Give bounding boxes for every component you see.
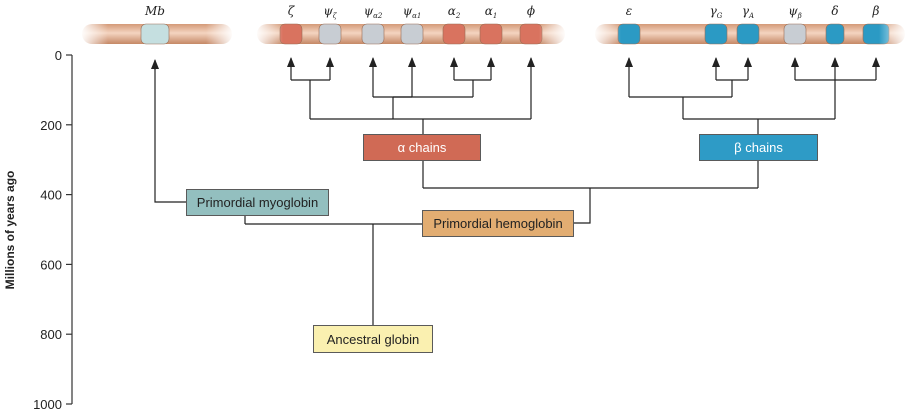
branch-psi-alpha-pair <box>372 80 413 119</box>
gene-label-beta-5: β <box>872 4 880 18</box>
chromosome-beta-band-0 <box>617 23 641 45</box>
gene-label-beta-1: γG <box>710 4 723 20</box>
branch-hemoglobin-up <box>574 188 591 224</box>
gene-label-alpha-1: ψζ <box>323 4 337 20</box>
y-axis-title: Millions of years ago <box>3 171 17 290</box>
primordial-myoglobin-box: Primordial myoglobin <box>186 189 329 216</box>
y-tick-label-3: 600 <box>40 257 62 272</box>
branch-gamma-pair <box>716 79 748 97</box>
gene-label-alpha-0: ζ <box>288 4 296 18</box>
primordial-hemoglobin-box: Primordial hemoglobin <box>422 210 574 237</box>
y-axis: 0 200 400 600 800 1000 Millions of years ago <box>3 48 73 412</box>
branch-zeta-pair <box>291 79 330 119</box>
gene-label-alpha-6: ϕ <box>527 4 535 18</box>
y-axis-ticks: 0 200 400 600 800 1000 <box>33 48 72 412</box>
chromosome-alpha-band-1 <box>318 23 342 45</box>
chromosome-mb <box>80 22 234 46</box>
branch-psi-beta-delta-beta <box>795 79 876 119</box>
chromosome-alpha-band-0 <box>279 23 303 45</box>
gene-label-beta-2: γA <box>742 4 754 20</box>
gene-label-alpha-4: α2 <box>448 4 461 20</box>
y-tick-label-0: 0 <box>55 48 62 63</box>
gene-labels: Mb ζ ψζ ψα2 ψα1 α2 α1 ϕ ε γG γA ψβ δ β <box>144 4 880 20</box>
gene-label-beta-0: ε <box>626 4 632 18</box>
chromosome-alpha-band-5 <box>479 23 503 45</box>
gene-label-alpha-5: α1 <box>485 4 498 20</box>
gene-label-mb: Mb <box>144 4 165 18</box>
branch-epsilon-gamma <box>628 80 732 119</box>
chromosome-beta-band-1 <box>704 23 728 45</box>
chromosome-beta-band-4 <box>825 23 845 45</box>
y-tick-label-4: 800 <box>40 327 62 342</box>
chromosome-alpha-band-2 <box>361 23 385 45</box>
y-tick-label-5: 1000 <box>33 397 62 412</box>
chromosome-alpha-band-6 <box>519 23 543 45</box>
gene-label-beta-3: ψβ <box>788 4 801 20</box>
ancestral-globin-box: Ancestral globin <box>313 325 433 353</box>
chromosomes <box>80 22 907 46</box>
gene-label-beta-4: δ <box>831 4 838 18</box>
beta-chains-box: β chains <box>699 134 818 161</box>
gene-label-alpha-2: ψα2 <box>364 4 383 20</box>
y-tick-label-1: 200 <box>40 118 62 133</box>
phylogenetic-tree <box>151 57 880 325</box>
chromosome-alpha-band-4 <box>442 23 466 45</box>
y-tick-label-2: 400 <box>40 188 62 203</box>
chromosome-alpha-band-3 <box>400 23 424 45</box>
gene-label-alpha-3: ψα1 <box>403 4 422 20</box>
chromosome-beta-band-2 <box>736 23 760 45</box>
chromosome-beta-band-3 <box>783 23 807 45</box>
branch-myoglobin-to-mb <box>154 65 186 203</box>
chromosome-beta <box>593 22 907 46</box>
chromosome-alpha <box>255 22 567 46</box>
branch-alpha12-pair <box>393 79 491 98</box>
chromosome-mb-band-0 <box>140 23 170 45</box>
alpha-chains-box: α chains <box>363 134 481 161</box>
